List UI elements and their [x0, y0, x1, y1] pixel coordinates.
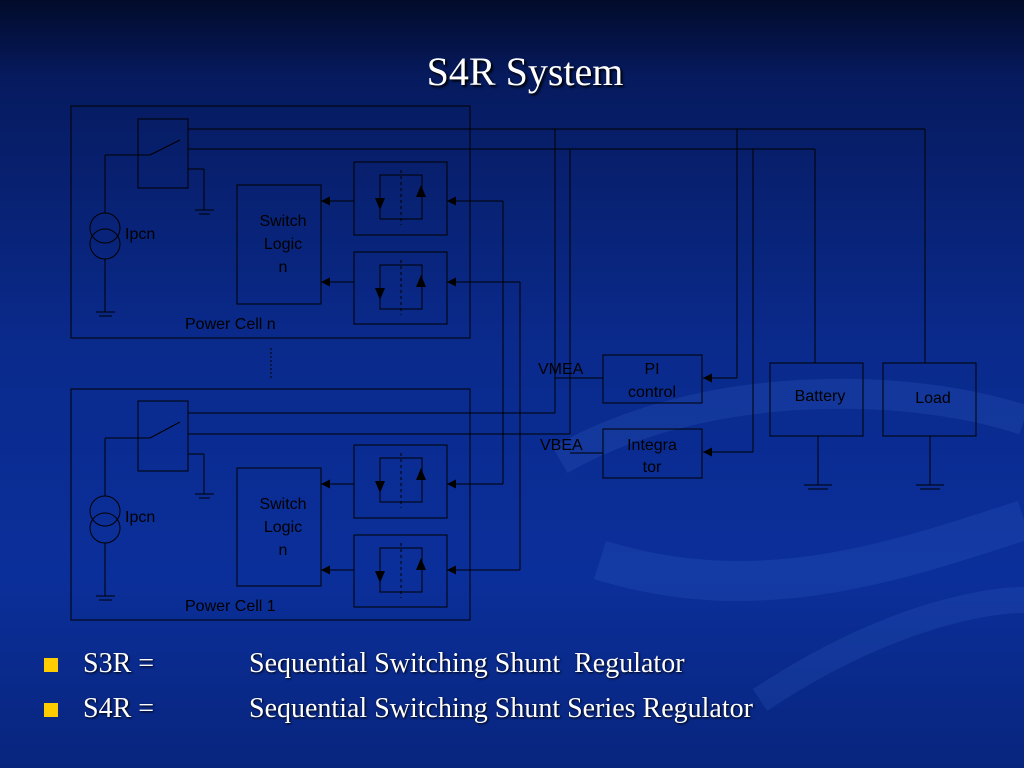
bullet-term: S3R =	[83, 648, 155, 679]
pi-control-label-line2: control	[628, 384, 676, 401]
battery-box	[769, 362, 864, 437]
switch-logic-1-label-line1: Switch	[259, 496, 306, 513]
background-swoosh	[552, 378, 1024, 711]
switch-module-arrows	[375, 185, 426, 583]
slide-title: S4R System	[426, 49, 624, 94]
square-bullet-icon	[44, 703, 58, 717]
battery-label: Battery	[795, 388, 846, 405]
switch-logic-n-box	[236, 184, 322, 305]
switch-logic-1-box	[236, 467, 322, 587]
switch-module-n-bottom	[353, 251, 448, 325]
pi-control-box	[602, 354, 703, 404]
current-source-1-label: Ipcn	[125, 509, 155, 526]
vmea-label: VMEA	[538, 361, 584, 378]
bullet-definition: Sequential Switching Shunt Series Regula…	[249, 693, 753, 724]
switch-logic-n-label-line2: Logic	[264, 236, 302, 253]
power-cell-1-box	[70, 388, 471, 621]
integrator-box	[602, 428, 703, 479]
load-label: Load	[915, 390, 951, 407]
power-cell-n-box	[70, 105, 471, 339]
pi-control-label-line1: PI	[644, 361, 659, 378]
current-source-n-icon	[89, 212, 121, 244]
switch-logic-n-label-line3: n	[279, 259, 288, 276]
power-cell-n-label: Power Cell n	[185, 316, 276, 333]
power-cell-1-switch	[137, 400, 189, 472]
power-cell-n-switch	[137, 118, 189, 189]
integrator-label-line1: Integra	[627, 437, 677, 454]
current-source-1-icon	[89, 495, 121, 527]
switch-logic-1-label-line3: n	[279, 542, 288, 559]
power-cell-1-label: Power Cell 1	[185, 598, 276, 615]
bullet-term: S4R =	[83, 693, 155, 724]
square-bullet-icon	[44, 658, 58, 672]
current-source-n-label: Ipcn	[125, 226, 155, 243]
switch-logic-n-label-line1: Switch	[259, 213, 306, 230]
vbea-label: VBEA	[540, 437, 583, 454]
bullet-definition: Sequential Switching Shunt Regulator	[249, 648, 685, 679]
integrator-label-line2: tor	[643, 459, 662, 476]
switch-logic-1-label-line2: Logic	[264, 519, 302, 536]
